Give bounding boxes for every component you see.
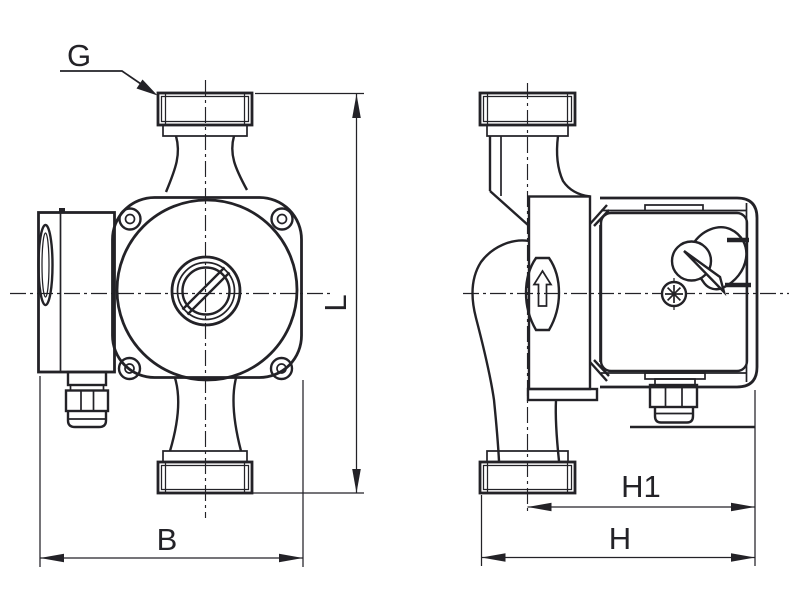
motor-face-circle — [115, 198, 299, 382]
terminal-box-front — [37, 208, 116, 374]
corner-screws — [117, 207, 294, 381]
bottom-neck-front — [162, 377, 248, 462]
g-label: G — [67, 38, 91, 73]
top-neck-front — [164, 135, 249, 193]
side-view — [463, 83, 789, 514]
b-label: B — [157, 522, 178, 557]
knob-face — [670, 240, 713, 282]
dimension-h: H — [480, 495, 755, 566]
h1-label: H1 — [621, 469, 661, 504]
cable-gland-side — [630, 372, 755, 429]
dimension-g: G — [60, 38, 158, 96]
flow-arrow-up-icon — [532, 269, 553, 307]
screw-bottom-left — [117, 356, 142, 381]
dimension-h1: H1 — [527, 390, 756, 566]
screw-bottom-right — [269, 356, 294, 381]
l-label: L — [318, 294, 353, 311]
motor-plate — [111, 196, 303, 379]
screw-top-right — [270, 207, 294, 231]
screw-slot — [181, 266, 231, 316]
knob-pointer — [683, 250, 727, 297]
cable-gland-front — [64, 370, 110, 429]
motor-shell — [599, 196, 759, 389]
motor-face-screw — [660, 278, 688, 310]
box-tab — [59, 208, 65, 213]
volute-housing — [471, 239, 530, 462]
flow-direction-boss — [524, 256, 561, 332]
pump-housing-block — [526, 195, 599, 402]
g-leader-line — [60, 70, 142, 85]
top-union-nut-side — [478, 91, 577, 137]
speed-selector-knob — [670, 226, 751, 297]
bottom-union-nut-side — [478, 460, 577, 495]
front-view — [10, 80, 332, 518]
dimension-b: B — [39, 376, 304, 567]
bottom-pipe-side — [486, 399, 569, 462]
bottom-union-nut-front — [156, 460, 254, 495]
top-union-nut-front — [156, 91, 254, 137]
h-label: H — [609, 521, 631, 556]
dimension-l: L — [253, 92, 364, 494]
dimensions: G L B H1 — [39, 38, 756, 567]
motor-panel — [599, 211, 749, 373]
screw-top-left — [118, 207, 142, 231]
top-pipe-side — [488, 135, 591, 226]
shaft-boss — [170, 255, 242, 327]
g-leader-arrowhead — [136, 79, 158, 96]
